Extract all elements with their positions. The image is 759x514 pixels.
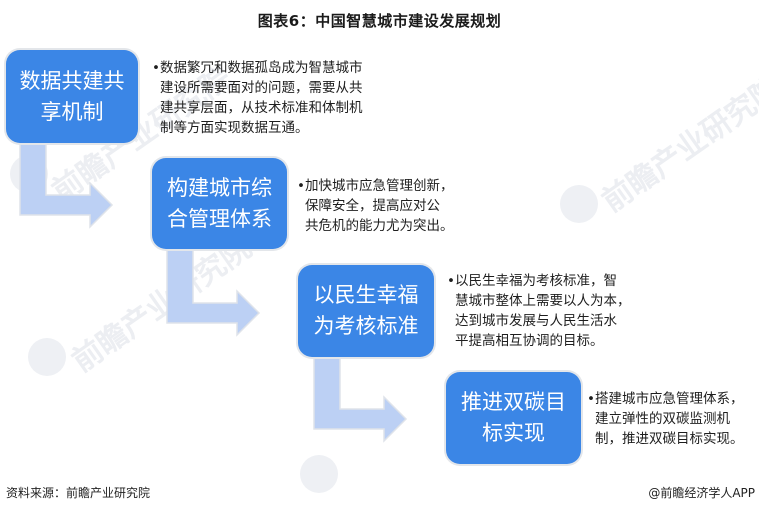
description-line: 达到城市发展与人民生活水 xyxy=(455,313,617,329)
description-line: 制等方面实现数据互通。 xyxy=(160,120,309,136)
bullet-icon: • xyxy=(297,178,305,194)
step-label-line: 推进双碳目 xyxy=(461,390,566,414)
step-label-line: 构建城市综 xyxy=(167,175,272,200)
watermark-text: 前瞻产业研究院 xyxy=(595,70,759,220)
description-line: 制，推进双碳目标实现。 xyxy=(595,431,744,447)
step-description-data-sharing: • 数据繁冗和数据孤岛成为智慧城市 建设所需要面对的问题，需要从共 建共享层面，… xyxy=(152,58,400,138)
description-line: 建立弹性的双碳监测机 xyxy=(595,411,730,427)
description-line: 以民生幸福为考核标准，智 xyxy=(455,273,617,289)
flow-arrow-1-icon xyxy=(19,143,114,229)
credit-note: @前瞻经济学人APP xyxy=(648,486,755,500)
step-label-line: 为考核标准 xyxy=(313,314,419,338)
description-line: 平提高相互协调的目标。 xyxy=(455,333,604,349)
watermark-logo-icon xyxy=(28,338,66,376)
description-line: 数据繁冗和数据孤岛成为智慧城市 xyxy=(160,60,363,76)
figure-title: 图表6：中国智慧城市建设发展规划 xyxy=(257,12,502,30)
source-note: 资料来源：前瞻产业研究院 xyxy=(6,486,151,500)
step-box-livelihood: 以民生幸福 为考核标准 xyxy=(298,265,434,357)
description-line: 加快城市应急管理创新， xyxy=(305,178,454,194)
description-line: 建设所需要面对的问题，需要从共 xyxy=(160,80,363,96)
watermark-logo-icon xyxy=(560,185,598,223)
bullet-icon: • xyxy=(152,60,160,76)
step-description-urban-management: • 加快城市应急管理创新， 保障安全，提高应对公 共危机的能力尤为突出。 xyxy=(297,176,485,236)
step-label-line: 享机制 xyxy=(40,99,104,124)
flow-arrow-2-icon xyxy=(166,249,261,337)
step-box-dual-carbon: 推进双碳目 标实现 xyxy=(446,372,581,464)
description-line: 建共享层面，从技术标准和体制机 xyxy=(160,100,363,116)
step-description-dual-carbon: • 搭建城市应急管理体系， 建立弹性的双碳监测机 制，推进双碳目标实现。 xyxy=(587,389,759,449)
description-line: 共危机的能力尤为突出。 xyxy=(305,218,454,234)
step-description-livelihood: • 以民生幸福为考核标准，智 慧城市整体上需要以人为本， 达到城市发展与人民生活… xyxy=(447,271,655,351)
step-label-line: 合管理体系 xyxy=(167,206,272,231)
step-label-line: 标实现 xyxy=(482,421,545,445)
flow-arrow-3-icon xyxy=(313,357,408,443)
watermark-logo-icon xyxy=(300,455,338,493)
step-label-line: 数据共建共 xyxy=(19,68,125,93)
bullet-icon: • xyxy=(587,391,595,407)
step-label-line: 以民生幸福 xyxy=(313,283,419,307)
description-line: 保障安全，提高应对公 xyxy=(305,198,440,214)
step-box-data-sharing: 数据共建共 享机制 xyxy=(6,50,138,143)
step-box-urban-management: 构建城市综 合管理体系 xyxy=(152,158,287,249)
description-line: 搭建城市应急管理体系， xyxy=(595,391,744,407)
description-line: 慧城市整体上需要以人为本， xyxy=(455,293,631,309)
bullet-icon: • xyxy=(447,273,455,289)
